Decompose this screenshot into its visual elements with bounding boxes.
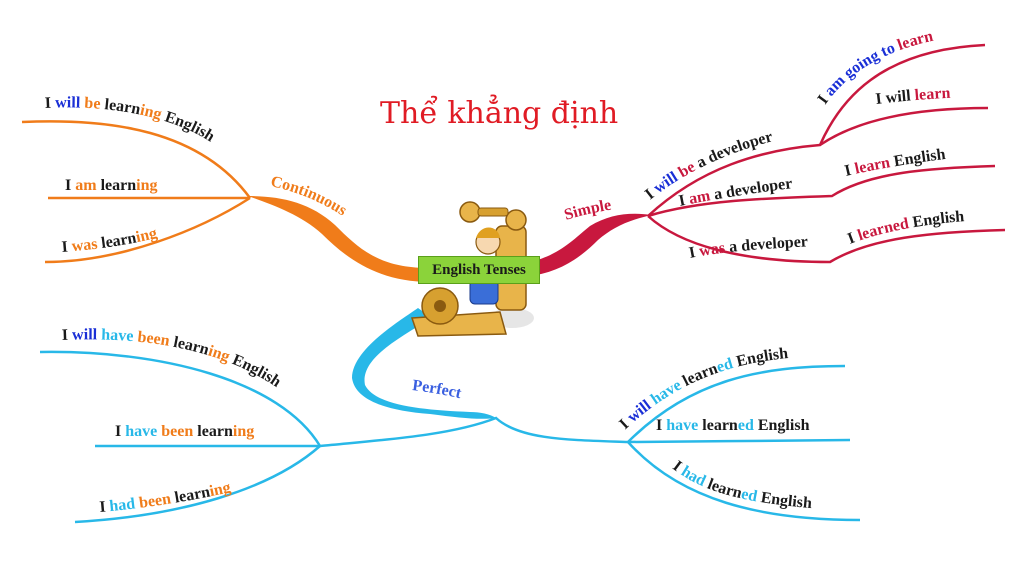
illustration-propeller-left [459,201,481,223]
text-segment: learn [172,334,211,359]
text-segment: learn [173,483,211,506]
text-segment: learn [104,96,142,118]
text-segment: ing [206,343,232,366]
text-segment: ing [134,225,158,246]
continuous-item-3: I was learning [61,225,159,256]
text-segment: I [65,177,75,194]
text-segment: have [125,423,161,440]
illustration-wheel-hub [434,300,446,312]
continuous-item-1: I will be learning English [44,94,217,145]
text-segment: ed [738,417,754,434]
text-segment: I [843,161,857,180]
perfect-label: Perfect [411,377,463,402]
text-segment: ing [136,177,157,194]
simple-trunk [530,213,652,276]
text-segment: will [55,94,85,111]
simple-item-1b: I will learn [875,85,951,108]
perfect-line-center [319,416,629,448]
perfect-line-r2 [627,438,851,444]
text-segment: ing [208,479,232,500]
text-segment: English [756,489,813,513]
text-segment: been [138,490,176,512]
text-segment: learn [100,230,138,252]
text-segment: English [754,417,810,434]
perfect-right-item-3: I had learned English [670,458,813,512]
illustration-boy-hair [476,227,500,238]
text-segment: learned [855,214,914,244]
text-segment: I [656,417,666,434]
text-segment: ed [740,485,759,505]
text-segment: I will [875,87,916,108]
text-segment: have [666,417,702,434]
text-segment: ing [139,102,164,124]
page-title: Thể khẳng định [380,96,619,131]
text-segment: have [101,326,138,345]
text-segment: am [75,177,100,194]
text-segment: been [161,423,197,440]
continuous-line-1 [21,120,252,199]
text-segment: English [731,345,789,372]
simple-branch: Simple I will be a developer I am going … [530,28,1006,276]
text-segment: I [688,243,701,262]
text-segment: English [911,208,965,231]
text-segment: learn [895,28,934,54]
text-segment: had [109,495,141,515]
illustration-mast [477,207,509,217]
illustration-propeller-right [505,209,527,231]
perfect-left-item-2: I have been learning [115,423,254,440]
text-segment: I [61,327,72,344]
simple-line-1b [819,106,989,147]
continuous-line-3 [44,196,251,264]
text-segment: will [72,326,101,343]
text-segment: I [677,191,690,210]
text-segment: been [137,329,175,351]
text-segment: learn [702,417,738,434]
text-segment: a developer [728,233,808,256]
perfect-left-item-3: I had been learning [99,479,233,516]
text-segment: I [61,238,73,256]
text-segment: I [99,498,111,516]
continuous-trunk [248,196,430,282]
perfect-label-path: Perfect [411,377,463,402]
text-segment: ed [715,355,736,376]
text-segment: was [71,235,102,255]
text-segment: was [698,239,730,260]
perfect-line-r3 [627,441,861,522]
continuous-branch: Continuous I will be learning English I … [21,94,430,282]
perfect-line-l1 [39,350,322,447]
simple-item-3: I was a developer [688,233,809,262]
center-topic-label: English Tenses [418,256,540,284]
text-segment: learn [197,423,233,440]
simple-line-2 [647,164,996,218]
center-illustration [410,201,534,337]
text-segment: learn [914,85,951,104]
text-segment: I [115,423,125,440]
perfect-right-item-2: I have learned English [656,417,810,434]
perfect-left-item-1: I will have been learning English [61,326,284,390]
text-segment: ing [233,423,254,440]
text-segment: English [893,146,947,170]
simple-item-3b: I learned English [845,208,965,248]
text-segment: am [688,187,716,208]
continuous-item-2: I am learning [65,177,158,194]
simple-line-3 [647,215,1006,264]
text-segment: I [44,95,55,112]
text-segment: English [226,350,284,391]
perfect-branch: Perfect I will have been learning Englis… [39,308,861,524]
text-segment: be [84,95,105,113]
perfect-line-r1 [627,364,846,443]
text-segment: a developer [694,128,774,171]
text-segment: learn [101,177,137,194]
perfect-trunk [352,308,496,419]
perfect-line-l3 [74,445,321,524]
